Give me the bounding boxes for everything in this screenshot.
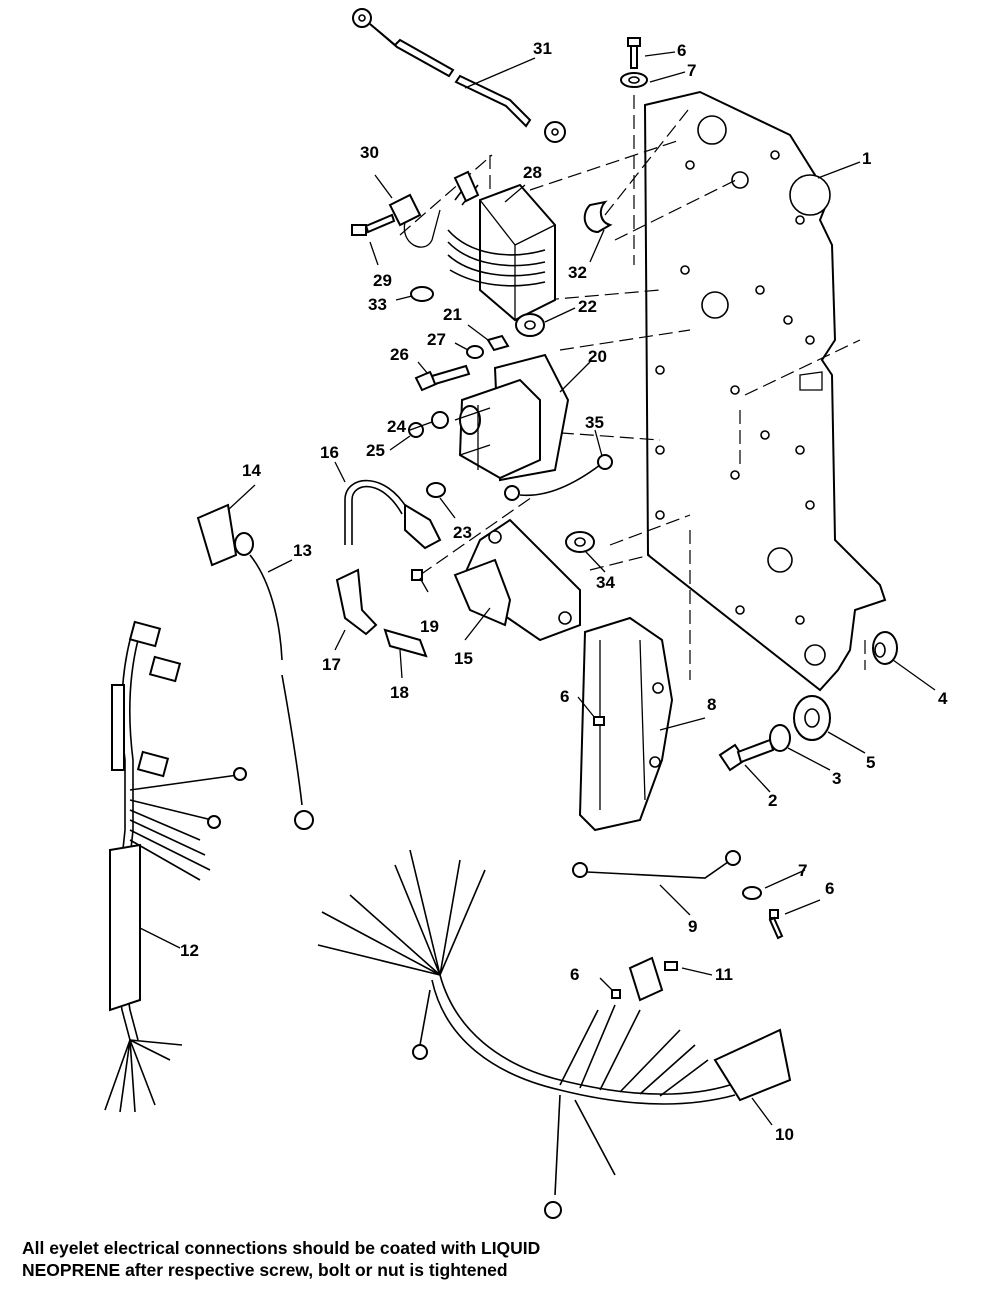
callout-leaders bbox=[139, 51, 936, 1126]
callout-35: 35 bbox=[585, 413, 604, 432]
ignition-coil bbox=[411, 518, 595, 642]
coating-note: All eyelet electrical connections should… bbox=[22, 1237, 982, 1281]
callout-17: 17 bbox=[322, 655, 341, 674]
callout-24: 24 bbox=[387, 417, 406, 436]
ground-strap bbox=[572, 850, 784, 940]
callout-4: 4 bbox=[938, 689, 948, 708]
clamp-and-fasteners-upper bbox=[351, 193, 613, 302]
callout-23: 23 bbox=[453, 523, 472, 542]
callout-30: 30 bbox=[360, 143, 379, 162]
callout-6-top: 6 bbox=[677, 41, 686, 60]
mounting-bolt-grommets bbox=[718, 631, 898, 772]
ignition-leads bbox=[196, 479, 442, 830]
callout-33: 33 bbox=[368, 295, 387, 314]
screw-and-washer-top bbox=[620, 37, 648, 88]
callout-labels: 1 2 3 4 5 6 7 8 9 10 11 12 13 14 15 16 1… bbox=[180, 39, 948, 1144]
callout-28: 28 bbox=[523, 163, 542, 182]
callout-16: 16 bbox=[320, 443, 339, 462]
callout-12: 12 bbox=[180, 941, 199, 960]
callout-13: 13 bbox=[293, 541, 312, 560]
callout-9: 9 bbox=[688, 917, 697, 936]
voltage-regulator bbox=[447, 170, 556, 322]
main-wiring-harness bbox=[104, 620, 247, 1113]
callout-6-bracket: 6 bbox=[560, 687, 569, 706]
harness-bracket bbox=[578, 616, 674, 832]
nut-and-ground-cable bbox=[426, 454, 613, 501]
engine-wiring-harness bbox=[317, 849, 792, 1219]
callout-20: 20 bbox=[588, 347, 607, 366]
callout-3: 3 bbox=[832, 769, 841, 788]
callout-19: 19 bbox=[420, 617, 439, 636]
callout-15: 15 bbox=[454, 649, 473, 668]
callout-10: 10 bbox=[775, 1125, 794, 1144]
callout-8: 8 bbox=[707, 695, 716, 714]
callout-7-strap: 7 bbox=[798, 861, 807, 880]
callout-31: 31 bbox=[533, 39, 552, 58]
callout-6-harness: 6 bbox=[570, 965, 579, 984]
callout-27: 27 bbox=[427, 330, 446, 349]
grommet-and-bolt-set bbox=[414, 313, 545, 392]
callout-32: 32 bbox=[568, 263, 587, 282]
battery-cable bbox=[352, 8, 566, 143]
callout-21: 21 bbox=[443, 305, 462, 324]
callout-18: 18 bbox=[390, 683, 409, 702]
callout-2: 2 bbox=[768, 791, 777, 810]
callout-6-strap: 6 bbox=[825, 879, 834, 898]
callout-1: 1 bbox=[862, 149, 871, 168]
starter-solenoid bbox=[408, 353, 570, 482]
callout-26: 26 bbox=[390, 345, 409, 364]
note-line-2: NEOPRENE after respective screw, bolt or… bbox=[22, 1260, 508, 1280]
callout-22: 22 bbox=[578, 297, 597, 316]
callout-14: 14 bbox=[242, 461, 261, 480]
callout-5: 5 bbox=[866, 753, 875, 772]
callout-34: 34 bbox=[596, 573, 615, 592]
callout-7-top: 7 bbox=[687, 61, 696, 80]
callout-25: 25 bbox=[366, 441, 385, 460]
callout-29: 29 bbox=[373, 271, 392, 290]
note-line-1: All eyelet electrical connections should… bbox=[22, 1238, 541, 1258]
mounting-plate bbox=[643, 90, 887, 692]
exploded-parts-diagram: 1 2 3 4 5 6 7 8 9 10 11 12 13 14 15 16 1… bbox=[104, 8, 948, 1219]
callout-11: 11 bbox=[715, 965, 733, 984]
